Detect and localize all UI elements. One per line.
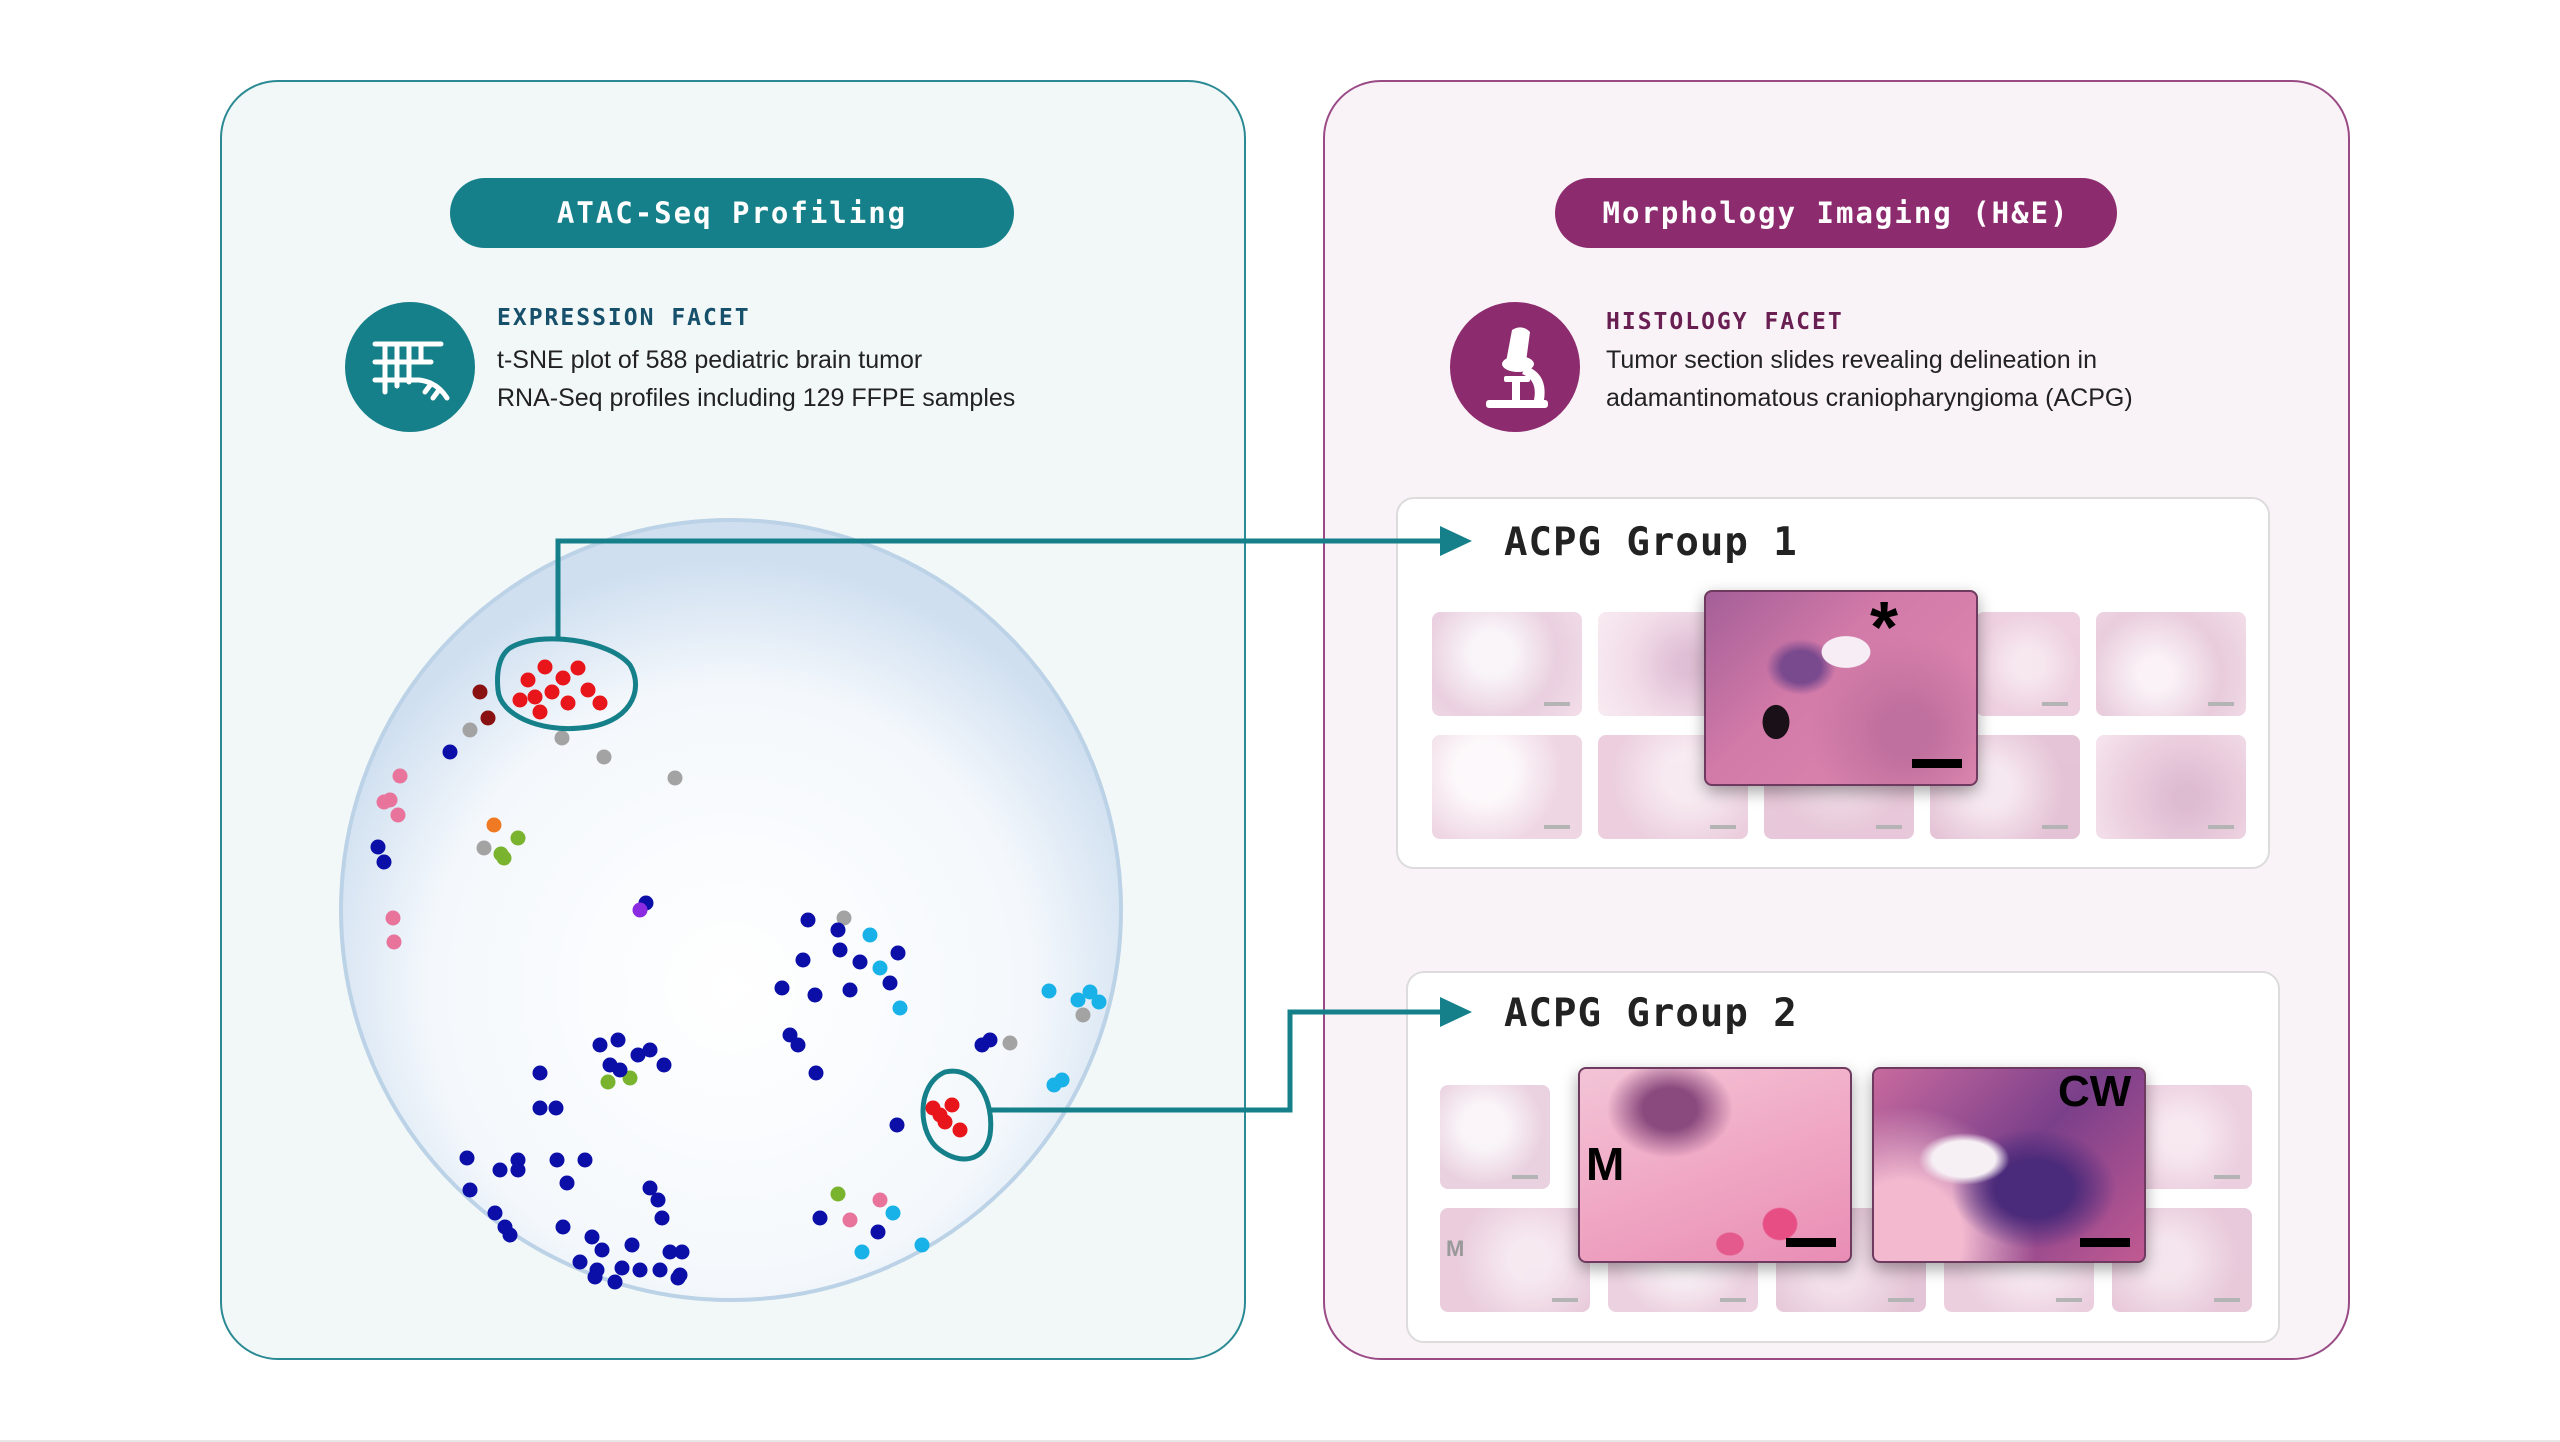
scale-bar xyxy=(1786,1238,1836,1247)
group-1-zoomed-slide xyxy=(1704,590,1978,786)
group-2-zoomed-slide-right xyxy=(1872,1067,2146,1263)
expression-desc-line-1: t-SNE plot of 588 pediatric brain tumor xyxy=(497,346,923,374)
group-1-asterisk-marker: * xyxy=(1870,588,1899,668)
histology-thumbnail xyxy=(1432,735,1582,839)
scale-bar xyxy=(2080,1238,2130,1247)
microscope-icon xyxy=(1450,302,1580,432)
group-2-zoomed-slide-left xyxy=(1578,1067,1852,1263)
group-2-m-marker: M xyxy=(1586,1138,1625,1190)
expression-facet-title: EXPRESSION FACET xyxy=(497,305,751,331)
expression-facet-description: t-SNE plot of 588 pediatric brain tumor … xyxy=(497,341,1097,417)
histology-thumbnail xyxy=(1440,1085,1550,1189)
histology-thumbnail xyxy=(1440,1208,1590,1312)
acpg-group-1-title: ACPG Group 1 xyxy=(1504,520,1798,565)
histology-thumbnail xyxy=(1432,612,1582,716)
histology-thumbnail xyxy=(2096,612,2246,716)
expression-desc-line-2: RNA-Seq profiles including 129 FFPE samp… xyxy=(497,384,1016,412)
histology-desc-line-1: Tumor section slides revealing delineati… xyxy=(1606,346,2098,374)
atac-seq-profiling-pill: ATAC-Seq Profiling xyxy=(450,178,1014,248)
histology-thumbnail xyxy=(2096,735,2246,839)
thumbnail-m-marker: M xyxy=(1446,1236,1465,1261)
histology-thumbnail xyxy=(1976,612,2080,716)
acpg-group-2-title: ACPG Group 2 xyxy=(1504,991,1798,1036)
histology-facet-description: Tumor section slides revealing delineati… xyxy=(1606,341,2206,417)
atac-seq-panel xyxy=(220,80,1246,1360)
histology-facet-title: HISTOLOGY FACET xyxy=(1606,309,1844,335)
footer-divider xyxy=(0,1440,2560,1442)
scale-bar xyxy=(1912,759,1962,768)
dna-sequencing-icon xyxy=(345,302,475,432)
group-2-cw-marker: CW xyxy=(2058,1067,2132,1116)
histology-desc-line-2: adamantinomatous craniopharyngioma (ACPG… xyxy=(1606,384,2133,412)
morphology-imaging-pill: Morphology Imaging (H&E) xyxy=(1555,178,2117,248)
